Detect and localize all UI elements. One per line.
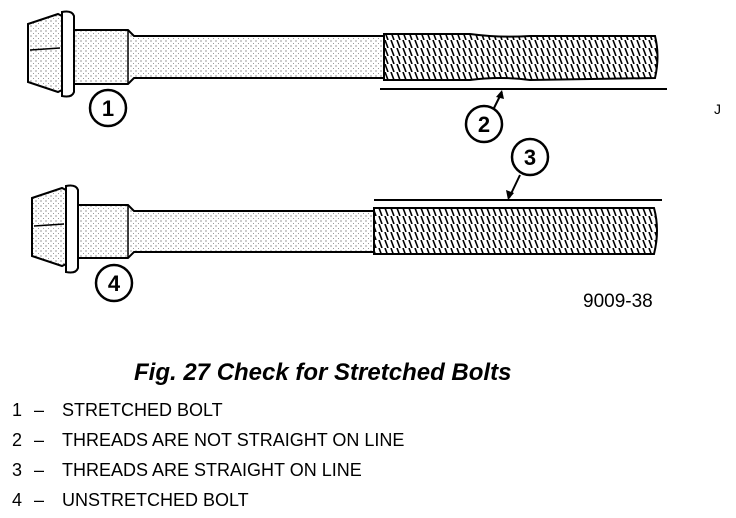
callout-2: 2 xyxy=(478,112,490,137)
legend-separator: – xyxy=(34,490,45,510)
legend-item: 1–STRETCHED BOLT xyxy=(12,395,404,425)
bolt-head xyxy=(27,12,63,94)
legend-number: 3 xyxy=(12,460,23,480)
legend-item: 3–THREADS ARE STRAIGHT ON LINE xyxy=(12,455,404,485)
callout-4-circle xyxy=(94,263,134,303)
legend-separator: – xyxy=(34,400,45,420)
bolt-flange xyxy=(65,184,79,274)
legend-text: UNSTRETCHED BOLT xyxy=(62,490,249,510)
legend-separator: – xyxy=(34,460,45,480)
callout-1-circle xyxy=(88,88,128,128)
bolt-head xyxy=(31,186,67,268)
callout-2-circle xyxy=(464,104,504,144)
stretched-bolt: 1 2 xyxy=(27,10,667,144)
legend: 1–STRETCHED BOLT 2–THREADS ARE NOT STRAI… xyxy=(12,395,404,515)
svg-text:J: J xyxy=(714,101,721,117)
legend-number: 2 xyxy=(12,430,23,450)
legend-number: 1 xyxy=(12,400,23,420)
bolt-threads xyxy=(383,33,659,82)
bolt-flange xyxy=(61,10,75,98)
figure-code: 9009-38 xyxy=(583,291,653,312)
callout-3-circle xyxy=(510,137,550,177)
legend-separator: – xyxy=(34,430,45,450)
bolt-illustration: 1 2 3 4 J 9009-38 xyxy=(27,10,721,312)
bolt-threads xyxy=(373,207,658,255)
callout-4: 4 xyxy=(108,271,121,296)
legend-number: 4 xyxy=(12,490,23,510)
callout-1: 1 xyxy=(102,96,114,121)
bolt-shank xyxy=(73,29,385,85)
bolt-shank xyxy=(77,204,375,259)
legend-item: 2–THREADS ARE NOT STRAIGHT ON LINE xyxy=(12,425,404,455)
unstretched-bolt: 3 4 xyxy=(31,137,662,303)
legend-text: STRETCHED BOLT xyxy=(62,400,223,420)
legend-item: 4–UNSTRETCHED BOLT xyxy=(12,485,404,515)
callout-3: 3 xyxy=(524,145,536,170)
figure-caption: Fig. 27 Check for Stretched Bolts xyxy=(134,359,512,386)
legend-text: THREADS ARE NOT STRAIGHT ON LINE xyxy=(62,430,405,450)
legend-text: THREADS ARE STRAIGHT ON LINE xyxy=(62,460,362,480)
